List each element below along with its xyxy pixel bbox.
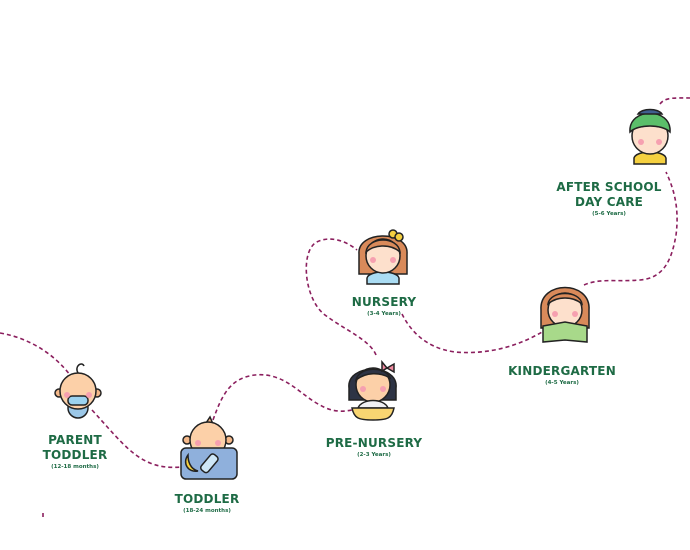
- stage-title: PRE-NURSERY: [325, 436, 423, 450]
- stage-pre-nursery: PRE-NURSERY (2-3 Years): [326, 436, 423, 460]
- path-segment: [305, 238, 377, 356]
- path-segment: [91, 409, 183, 469]
- stage-after-school-day-care: AFTER SCHOOL DAY CARE (5-6 Years): [556, 180, 661, 219]
- path-segment: [0, 332, 71, 376]
- baby-blanket-bottle-icon: [180, 415, 238, 480]
- girl-bow-bib-icon: [348, 359, 397, 421]
- stage-kindergarten: KINDERGARTEN (4-5 Years): [508, 364, 616, 388]
- girl-hair-bow-icon: [358, 229, 408, 285]
- boy-cap-icon: [629, 108, 671, 165]
- stage-title: PARENT: [48, 433, 102, 447]
- path-segment: [401, 313, 543, 354]
- stage-title: TODDLER: [174, 492, 240, 506]
- stage-toddler: TODDLER (18-24 months): [175, 492, 240, 516]
- baby-pacifier-icon: [54, 363, 102, 419]
- stage-age-range: (12-18 months): [51, 464, 99, 470]
- stage-age-range: (18-24 months): [183, 508, 231, 514]
- stage-parent-toddler: PARENT TODDLER (12-18 months): [43, 433, 108, 472]
- path-segment: [659, 97, 690, 105]
- stage-age-range: (2-3 Years): [357, 452, 391, 458]
- path-segment: [212, 374, 353, 421]
- stage-title: NURSERY: [351, 295, 417, 309]
- stage-nursery: NURSERY (3-4 Years): [352, 295, 417, 319]
- stage-title: KINDERGARTEN: [508, 364, 616, 378]
- stage-title: TODDLER: [42, 448, 108, 462]
- child-reading-book-icon: [540, 286, 590, 343]
- stage-title: AFTER SCHOOL: [556, 180, 662, 194]
- stage-age-range: (3-4 Years): [367, 311, 401, 317]
- stage-age-range: (4-5 Years): [545, 380, 579, 386]
- stage-title: DAY CARE: [574, 195, 644, 209]
- stage-age-range: (5-6 Years): [592, 211, 626, 217]
